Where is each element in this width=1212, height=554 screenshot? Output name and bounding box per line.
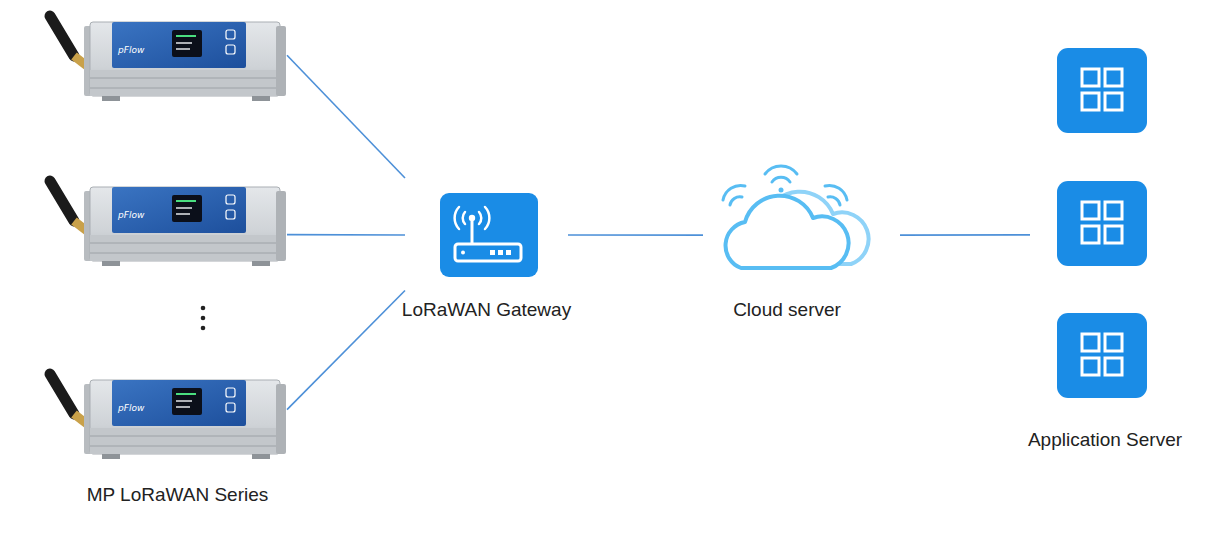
router-port: [490, 250, 495, 255]
connector-line: [287, 234, 405, 235]
application-icon: [1057, 181, 1147, 266]
connector-stroke: [287, 234, 405, 236]
node-label: Application Server: [1010, 428, 1200, 452]
antenna-dot: [469, 215, 475, 221]
router-led: [461, 251, 465, 255]
connector-stroke: [900, 234, 1030, 236]
series-label: MP LoRaWAN Series: [40, 483, 315, 507]
ellipsis-dot: [201, 316, 206, 321]
signal-wave: [825, 185, 847, 205]
node-label: LoRaWAN Gateway: [395, 298, 578, 322]
connector-line: [287, 55, 405, 178]
signal-wave: [463, 212, 482, 224]
node-label: Cloud server: [703, 298, 871, 322]
ellipsis-dot: [201, 306, 206, 311]
device-image: [50, 16, 286, 101]
gateway-node: LoRaWAN Gateway: [405, 175, 568, 325]
connector-line: [900, 234, 1030, 235]
device-image: [50, 374, 286, 459]
connector-stroke: [287, 55, 405, 178]
router-body: [455, 244, 521, 261]
router-port: [506, 250, 511, 255]
application-node: Application Server: [1030, 45, 1180, 455]
brand-text: pFlow: [118, 403, 164, 414]
signal-wave: [455, 207, 490, 229]
connector-line: [287, 291, 405, 410]
application-icon: [1057, 313, 1147, 398]
signal-wave: [765, 166, 797, 182]
antenna-mast: [471, 221, 474, 244]
device-node: pFlow: [40, 12, 287, 102]
icon-tile: [440, 193, 538, 277]
signal-dot: [779, 188, 784, 193]
application-icon: [1057, 48, 1147, 133]
router-port: [498, 250, 503, 255]
cloud-outline: [726, 196, 849, 268]
brand-text: pFlow: [118, 210, 164, 221]
ellipsis-dot: [201, 326, 206, 331]
device-node: pFlow: [40, 177, 287, 267]
device-image: [50, 181, 286, 266]
device-node: pFlow: [40, 370, 287, 460]
gateway-icon: [440, 193, 538, 277]
brand-text: pFlow: [118, 45, 164, 56]
connector-stroke: [568, 234, 703, 236]
signal-wave: [723, 185, 745, 205]
connector-stroke: [287, 291, 405, 410]
cloud-icon: [723, 166, 869, 268]
connector-line: [568, 235, 703, 236]
cloud-node: Cloud server: [703, 160, 900, 325]
